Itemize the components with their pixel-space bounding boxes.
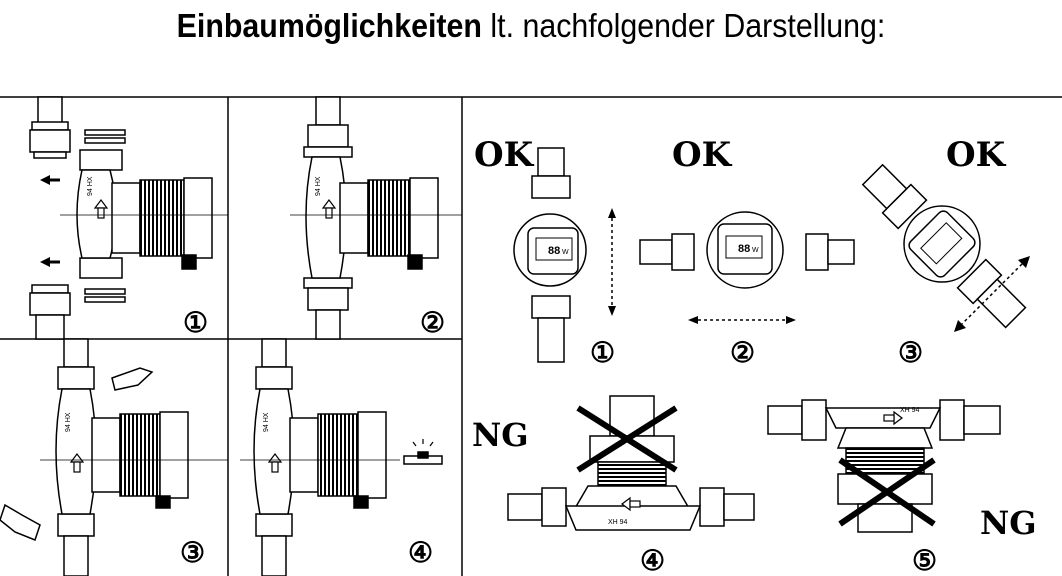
position-4-label: ④ [640,544,665,576]
ok-label-2: OK [672,135,733,175]
display-unit-2: W [752,247,759,254]
left-panel-4 [253,338,443,576]
ok-label-3: OK [946,135,1007,175]
display-value-2: 88 [738,243,750,255]
position-2-label: ② [730,336,755,369]
flow-arrows-2 [290,199,462,219]
left-panel-2 [303,96,439,340]
ng-position-4 [507,395,755,531]
step-3-label: ③ [180,536,205,569]
title-rest: lt. nachfolgender Darstellung: [481,7,886,44]
step-2-label: ② [420,306,445,339]
left-panel-1 [29,96,213,340]
model-label-1: 94 HX [87,176,94,196]
ng-label-1: NG [472,416,529,454]
page-title: Einbaumöglichkeiten lt. nachfolgender Da… [42,6,1019,46]
flow-arrows-1 [40,175,228,267]
title-bold: Einbaumöglichkeiten [176,7,482,44]
flow-arrows-3 [40,453,228,473]
display-value-1: 88 [548,245,560,257]
model-label-ng5: XH 94 [900,407,920,414]
flow-arrow-5 [883,410,903,426]
flow-arrows-4 [240,439,434,473]
model-label-4: 94 HX [263,412,270,432]
model-label-2: 94 HX [315,176,322,196]
model-label-3: 94 HX [65,412,72,432]
flow-arrow-4 [621,496,641,512]
ng-label-2: NG [980,504,1037,542]
position-3-label: ③ [898,336,923,369]
left-panel-3 [0,338,189,576]
ng-cross-5 [838,457,936,527]
position-5-label: ⑤ [912,544,937,576]
step-4-label: ④ [408,536,433,569]
ok-position-3 [861,163,1027,329]
pump-display-1: 88 W [535,237,573,261]
position-1-label: ① [590,336,615,369]
pump-display-2: 88 W [725,235,763,259]
ng-cross-4 [576,405,678,473]
step-1-label: ① [183,306,208,339]
model-label-ng4: XH 94 [608,519,628,526]
ok-label-1: OK [474,135,535,175]
display-unit-1: W [562,249,569,256]
direction-arrow-3 [961,263,1023,325]
